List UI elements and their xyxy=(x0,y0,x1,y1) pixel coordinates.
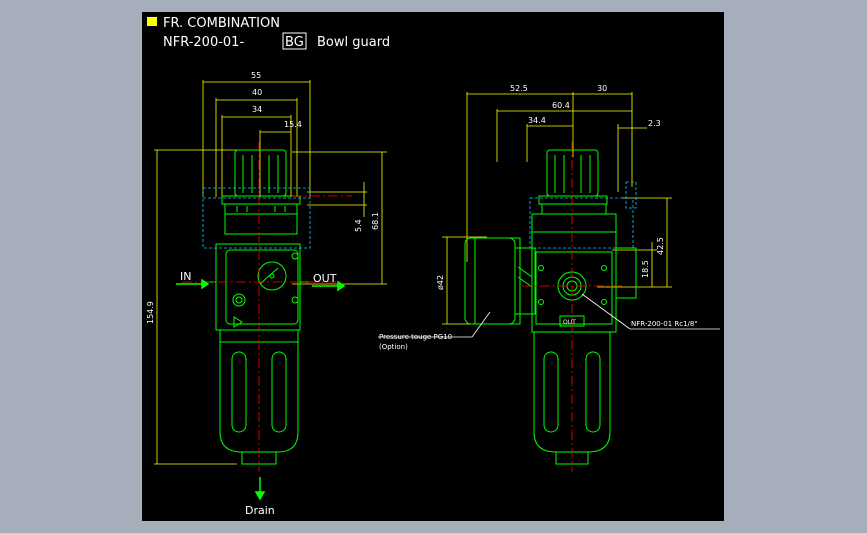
dim-15-4: 15.4 xyxy=(284,120,302,129)
dim-42-5: 42.5 xyxy=(656,237,665,255)
drain-arrow-icon xyxy=(254,491,266,501)
in-label: IN xyxy=(180,270,191,283)
dim-60-4: 60.4 xyxy=(552,101,570,110)
title-model-code: BG xyxy=(285,35,304,50)
gauge-label-line2: (Option) xyxy=(379,343,408,351)
title-model-suffix: Bowl guard xyxy=(317,35,390,50)
in-arrow-icon xyxy=(201,278,210,290)
front-knob xyxy=(221,149,301,235)
leaders xyxy=(378,293,720,338)
title-marker-icon xyxy=(147,17,157,26)
dim-34: 34 xyxy=(252,105,262,114)
side-knob xyxy=(531,149,617,233)
front-view: 55 40 34 15.4 68.1 5.4 154.9 xyxy=(146,71,387,517)
dim-55: 55 xyxy=(251,71,261,80)
dim-68-1: 68.1 xyxy=(371,212,380,230)
side-body xyxy=(531,231,637,333)
out-label: OUT xyxy=(313,272,337,285)
title-line1: FR. COMBINATION xyxy=(163,16,280,31)
title-model-prefix: NFR-200-01- xyxy=(163,35,244,50)
dim-18-5: 18.5 xyxy=(641,260,650,278)
drain-label: Drain xyxy=(245,504,275,517)
front-hidden-guard xyxy=(202,187,311,249)
flow-arrows xyxy=(176,278,346,501)
dim-40: 40 xyxy=(252,88,262,97)
out-plate-label: OUT xyxy=(563,319,576,326)
side-view: 52.5 30 60.4 34.4 2.3 42.5 18.5 ø42 xyxy=(378,84,720,472)
dim-2-3: 2.3 xyxy=(648,119,661,128)
out-arrow-icon xyxy=(337,280,346,292)
dim-30: 30 xyxy=(597,84,607,93)
drawing-canvas: FR. COMBINATION NFR-200-01- BG Bowl guar… xyxy=(146,16,720,517)
front-top-dimensions xyxy=(154,80,387,465)
dim-phi42: ø42 xyxy=(436,275,445,290)
dim-34-4: 34.4 xyxy=(528,116,546,125)
side-centerlines xyxy=(522,142,622,472)
port-label: NFR-200-01 Rc1/8" xyxy=(631,320,698,328)
side-hidden-guard xyxy=(529,181,637,249)
dim-52-5: 52.5 xyxy=(510,84,528,93)
model-code-box xyxy=(282,32,307,50)
side-pressure-gauge xyxy=(464,237,536,325)
dim-154-9: 154.9 xyxy=(146,301,155,324)
gauge-label-line1: Pressure touge PG10 xyxy=(379,333,452,341)
dim-5-4: 5.4 xyxy=(354,219,363,232)
front-centerlines xyxy=(182,142,352,472)
front-body xyxy=(206,243,310,331)
cad-viewport: FR. COMBINATION NFR-200-01- BG Bowl guar… xyxy=(142,12,724,521)
side-dimensions xyxy=(442,92,672,325)
